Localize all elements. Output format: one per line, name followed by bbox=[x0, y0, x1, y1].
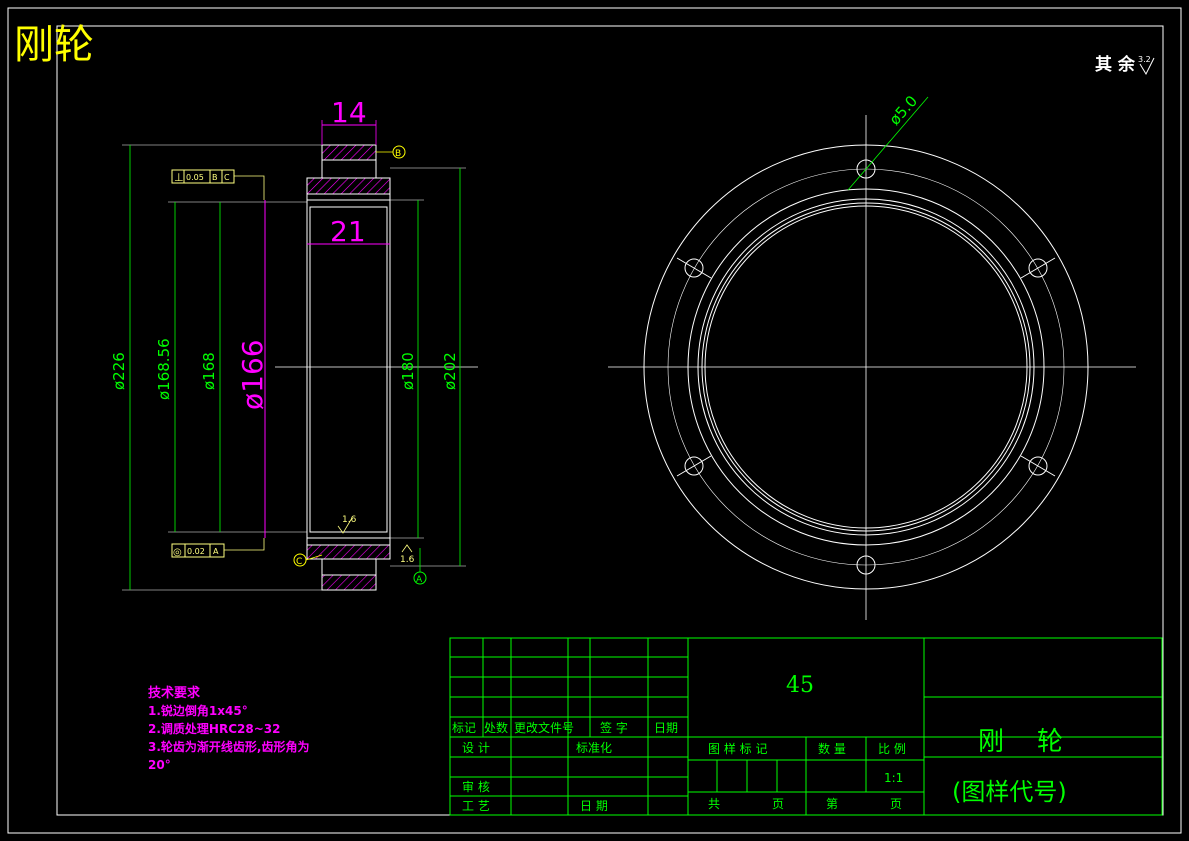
tech-item-3: 3.轮齿为渐开线齿形,齿形角为 bbox=[148, 739, 309, 754]
dim-d166: ø166 bbox=[236, 339, 269, 410]
outer-circle bbox=[643, 144, 1089, 590]
tech-requirements: 技术要求 1.锐边倒角1x45° 2.调质处理HRC28~32 3.轮齿为渐开线… bbox=[148, 685, 309, 772]
surface-mark-side: 1.6 bbox=[400, 555, 415, 565]
section-view: ø226 ø168.56 ø168 ø166 ø180 ø202 14 21 ⊥ bbox=[110, 96, 478, 591]
svg-text:0.02: 0.02 bbox=[187, 547, 205, 556]
tech-heading: 技术要求 bbox=[148, 685, 201, 701]
drawing-title: 刚轮 bbox=[14, 22, 94, 68]
label-date: 日 期 bbox=[580, 799, 608, 813]
tech-item-4: 20° bbox=[148, 758, 171, 772]
drawing-code: (图样代号) bbox=[952, 778, 1067, 806]
svg-text:◎: ◎ bbox=[173, 547, 182, 558]
svg-text:0.05: 0.05 bbox=[186, 173, 204, 182]
front-view: ø5.0 bbox=[608, 92, 1136, 620]
dim-width-21: 21 bbox=[330, 215, 366, 248]
rev-header-count: 处数 bbox=[484, 720, 508, 735]
label-number: 第 bbox=[826, 797, 838, 811]
tolerance-conc: ◎ 0.02 A bbox=[171, 538, 265, 558]
roughness-value: 3.2 bbox=[1138, 55, 1151, 64]
tech-item-2: 2.调质处理HRC28~32 bbox=[148, 721, 280, 736]
datum-b: B bbox=[395, 149, 401, 159]
dim-d168-56: ø168.56 bbox=[155, 338, 173, 400]
svg-text:⊥: ⊥ bbox=[174, 171, 184, 184]
bolt-holes bbox=[676, 159, 1056, 575]
svg-text:A: A bbox=[213, 547, 219, 556]
hatch-top-body bbox=[306, 177, 391, 195]
hatch-bottom-body bbox=[306, 544, 391, 560]
label-quantity: 数 量 bbox=[818, 741, 846, 756]
hatch-bottom-tooth bbox=[321, 574, 377, 591]
dim-d226: ø226 bbox=[110, 352, 128, 390]
label-sheet-2: 页 bbox=[890, 797, 902, 811]
surface-mark-inner: 1.6 bbox=[342, 515, 357, 525]
label-total: 共 bbox=[708, 797, 720, 811]
title-block bbox=[449, 637, 1163, 816]
rev-header-date: 日期 bbox=[654, 721, 678, 735]
roughness-symbol bbox=[1139, 57, 1155, 76]
title-block-text: 45 刚 轮 (图样代号) 标记 处数 更改文件号 签 字 日期 设 计 标准化… bbox=[452, 673, 1067, 813]
dim-width-14: 14 bbox=[331, 96, 367, 129]
label-sheet: 页 bbox=[772, 797, 784, 811]
label-standardize: 标准化 bbox=[576, 741, 612, 755]
label-stage-mark: 图 样 标 记 bbox=[708, 741, 767, 756]
outer-border bbox=[7, 7, 1182, 834]
scale-value: 1:1 bbox=[884, 771, 903, 785]
dim-d180: ø180 bbox=[399, 352, 417, 390]
hatch-top-tooth bbox=[321, 144, 377, 161]
part-name: 刚 轮 bbox=[978, 727, 1063, 757]
tolerance-perp: ⊥ 0.05 B C bbox=[171, 169, 265, 200]
datum-a: A bbox=[416, 575, 423, 585]
dim-d5: ø5.0 bbox=[886, 92, 921, 129]
material-value: 45 bbox=[786, 673, 814, 698]
dim-d202: ø202 bbox=[441, 352, 459, 390]
svg-text:C: C bbox=[224, 173, 230, 182]
label-scale: 比 例 bbox=[878, 742, 906, 756]
label-check: 审 核 bbox=[462, 779, 490, 794]
datum-c: C bbox=[296, 557, 302, 567]
rev-header-mark: 标记 bbox=[452, 721, 476, 735]
dim-d168: ø168 bbox=[200, 352, 218, 390]
svg-text:B: B bbox=[212, 173, 218, 182]
label-process: 工 艺 bbox=[462, 799, 490, 813]
rev-header-doc: 更改文件号 bbox=[514, 720, 574, 735]
tech-item-1: 1.锐边倒角1x45° bbox=[148, 703, 248, 718]
rev-header-sign: 签 字 bbox=[600, 720, 628, 735]
roughness-note: 其 余 bbox=[1095, 54, 1136, 75]
label-design: 设 计 bbox=[462, 741, 490, 755]
section-body bbox=[306, 193, 391, 546]
